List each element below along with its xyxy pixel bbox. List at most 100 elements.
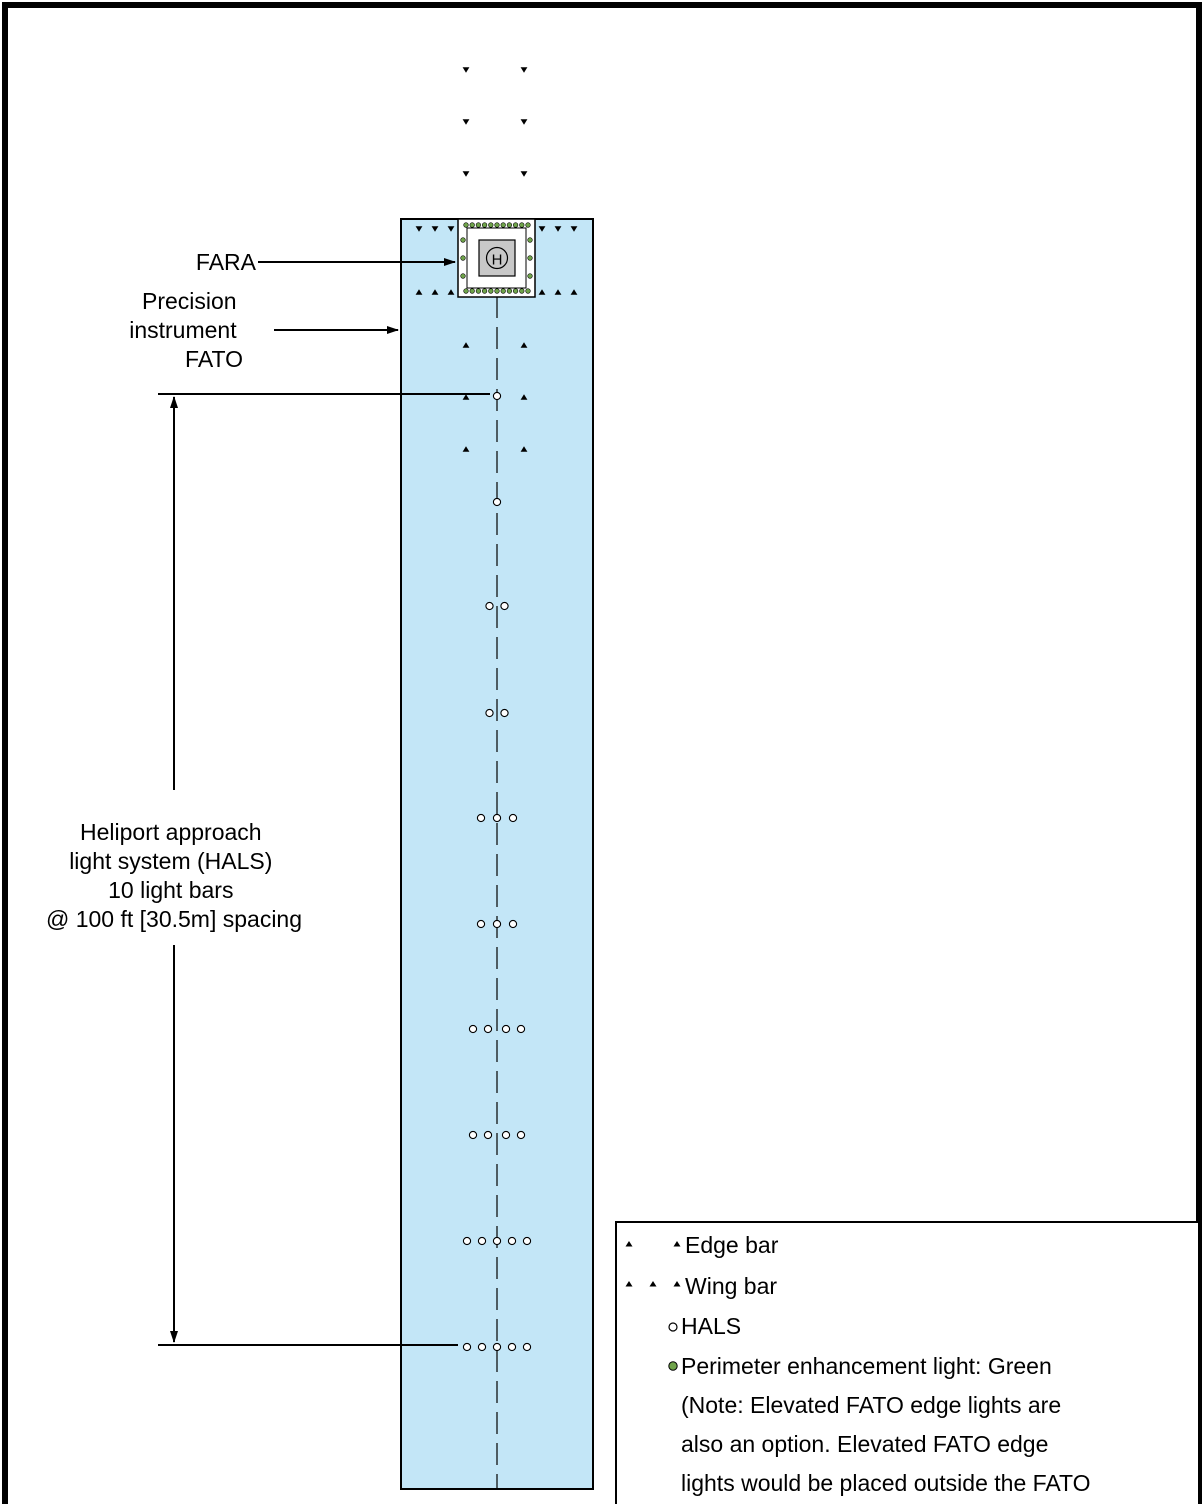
helipad-touchdown-square [478,239,516,277]
legend-hals-symbol [668,1322,678,1332]
hals-light [476,813,486,823]
wing-bar-light-top-right [538,226,546,232]
perimeter-light [525,222,531,228]
legend-edge-bar-symbol-left [625,1241,633,1247]
hals-light-bars [462,391,532,1352]
hals-light [485,708,494,718]
fato-label-line-1: Precision [142,288,237,314]
perimeter-light [527,273,533,279]
hals-light [492,1236,502,1246]
perimeter-light [482,222,488,228]
hals-light [492,391,502,401]
legend-wing-bar-label: Wing bar [685,1273,777,1299]
perimeter-light [460,273,466,279]
fato-edge-light [462,342,470,348]
fato-label-line-3: FATO [185,346,243,372]
wing-bar-light-bottom-left [431,289,439,295]
legend-wing-bar-symbol-2 [649,1281,657,1287]
hals-light [500,708,509,718]
hals-light [492,813,502,823]
legend-note-line-2: also an option. Elevated FATO edge [681,1431,1048,1457]
fara-label: FARA [196,249,257,275]
hals-label: Heliport approach light system (HALS) 10… [46,819,302,932]
perimeter-enhancement-lights [460,222,533,294]
perimeter-light [488,288,494,294]
legend-wing-bar-symbol-3 [673,1281,681,1287]
hals-light [492,919,502,929]
wing-bar-light-bottom-right [554,289,562,295]
legend-perimeter-light-symbol [668,1361,678,1371]
hals-light [483,1024,493,1034]
hals-light [508,919,518,929]
wing-bar-light-bottom-right [538,289,546,295]
fato-edge-light [462,394,470,400]
helipad-h-circle [485,246,509,270]
hals-light [522,1236,532,1246]
hals-light [492,1342,502,1352]
hals-label-line-3: 10 light bars [108,877,233,903]
legend-note-line-3: lights would be placed outside the FATO [681,1470,1091,1496]
perimeter-light [512,288,519,294]
perimeter-light [475,222,482,228]
perimeter-light [469,288,475,294]
approach-edge-light [462,119,470,125]
legend-note-line-1: (Note: Elevated FATO edge lights are [681,1392,1061,1418]
perimeter-light [463,222,469,228]
hals-light [485,601,494,611]
legend-edge-bar-label: Edge bar [685,1232,779,1258]
hals-light [501,1024,511,1034]
perimeter-light [519,288,525,294]
approach-edge-light [462,171,470,177]
hals-light [508,813,518,823]
hals-light [501,1130,511,1140]
perimeter-light [506,222,513,228]
hals-light [476,919,486,929]
approach-edge-light [520,171,528,177]
fato-label: Precision instrument FATO [129,288,243,372]
fato-edge-light [462,446,470,452]
hals-light [477,1236,487,1246]
hals-label-line-2: light system (HALS) [69,848,272,874]
legend-wing-bar-symbol-1 [625,1281,633,1287]
fato-label-line-2: instrument [129,317,237,343]
fato-edge-bars [462,342,528,452]
hals-light [492,497,502,507]
hals-light [516,1024,526,1034]
fara-inner-square [466,227,527,289]
perimeter-light [500,288,506,294]
wing-bar-light-bottom-left [415,289,423,295]
wing-bar-light-top-left [447,226,455,232]
perimeter-light [506,288,513,294]
perimeter-light [475,288,482,294]
legend-note: (Note: Elevated FATO edge lights are als… [681,1392,1091,1496]
hals-light [522,1342,532,1352]
hals-light [483,1130,493,1140]
fara-pad: H [457,218,536,298]
legend-box [615,1221,1200,1504]
hals-light [468,1024,478,1034]
hals-light [507,1342,517,1352]
legend: Edge bar Wing bar HALS Perimeter enhance… [615,1221,1200,1504]
hals-light [500,601,509,611]
helipad-h-symbol: H [492,252,503,269]
perimeter-light [527,255,533,261]
perimeter-light [482,288,488,294]
perimeter-light [469,222,475,228]
legend-hals-label: HALS [681,1313,741,1339]
hals-light [507,1236,517,1246]
wing-bar-light-top-left [431,226,439,232]
hals-light [462,1342,472,1352]
wing-bar-light-top-right [570,226,578,232]
perimeter-light [494,288,500,294]
wing-bar-light-top-right [554,226,562,232]
legend-perimeter-label: Perimeter enhancement light: Green [681,1353,1052,1379]
wing-bar-light-bottom-right [570,289,578,295]
approach-edge-bars [462,67,528,177]
fato-edge-light [520,394,528,400]
fato-edge-light [520,342,528,348]
perimeter-light [460,237,466,243]
wing-bar-light-top-left [415,226,423,232]
perimeter-light [525,288,531,294]
